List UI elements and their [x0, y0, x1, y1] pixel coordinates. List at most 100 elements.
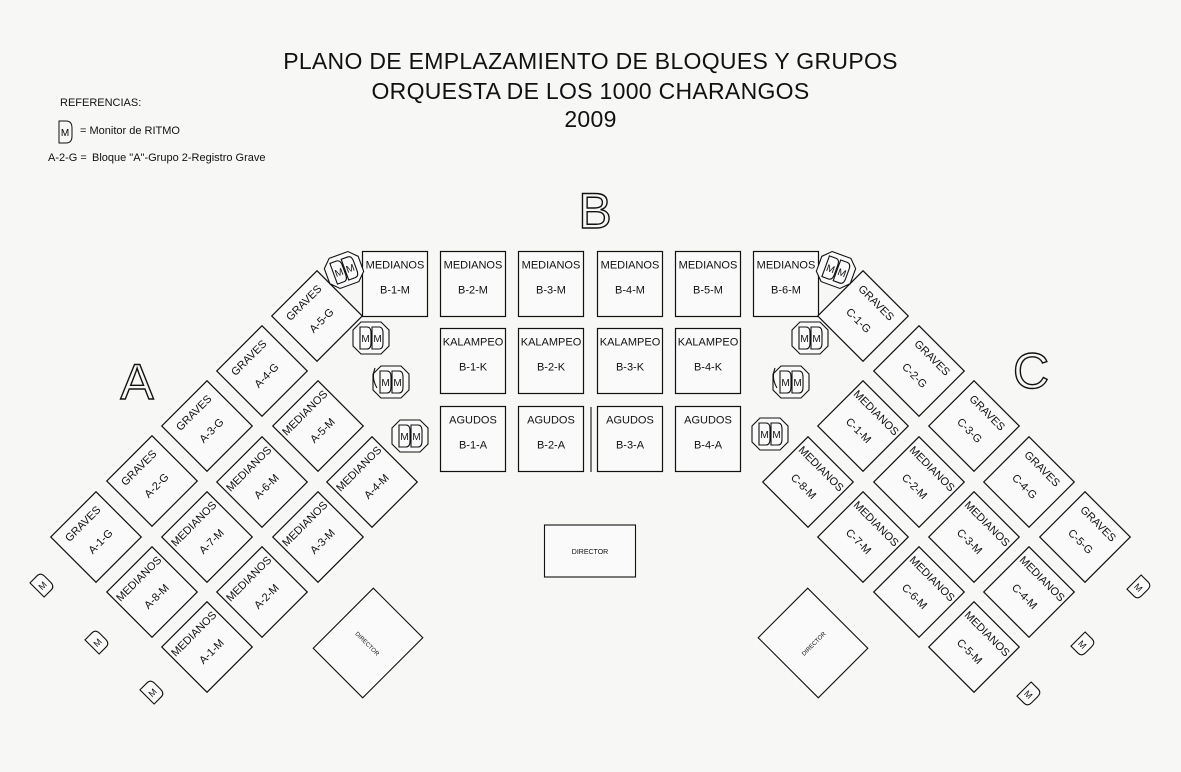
- group-box-outline: [927, 600, 1021, 694]
- group-box-outline: [872, 545, 966, 639]
- block-c-letter: C: [1013, 343, 1049, 399]
- group-box-outline: [517, 327, 585, 395]
- code-legend-text: Bloque "A"-Grupo 2-Registro Grave: [92, 152, 266, 164]
- group-code: B-5-M: [693, 285, 723, 297]
- monitor-left-half: [779, 370, 792, 394]
- group-box-outline: [439, 405, 507, 473]
- group-box-outline: [105, 434, 199, 528]
- monitor-outline: [1070, 631, 1095, 656]
- monitor-left-half: [398, 424, 411, 448]
- monitor-single-a3: M: [139, 680, 164, 705]
- director-label: DIRECTOR: [572, 549, 608, 556]
- director-stand-center: DIRECTOR: [543, 524, 637, 578]
- group-code: B-3-K: [616, 362, 645, 374]
- group-code: B-3-A: [616, 440, 645, 452]
- monitor-letter: M: [381, 378, 389, 389]
- group-box-outline: [674, 405, 742, 473]
- group-code: B-2-K: [537, 362, 566, 374]
- group-box-outline: [596, 405, 664, 473]
- monitor-letter: M: [373, 334, 381, 345]
- group-code: B-2-A: [537, 440, 566, 452]
- director-stand-left: DIRECTOR: [312, 587, 424, 699]
- group-box-outline: [927, 379, 1021, 473]
- monitor-letter: M: [812, 334, 820, 345]
- group-name: AGUDOS: [449, 415, 497, 427]
- monitor-letter: M: [793, 378, 801, 389]
- group-box-outline: [160, 600, 254, 694]
- group-box-outline: [1038, 490, 1132, 584]
- group-box-b-1-k: KALAMPEO B-1-K: [439, 327, 507, 395]
- monitor-right-half: [371, 326, 384, 350]
- monitor-left-half: [379, 370, 392, 394]
- group-box-b-1-a: AGUDOS B-1-A: [439, 405, 507, 473]
- monitor-right-half: [410, 424, 423, 448]
- group-box-outline: [215, 545, 309, 639]
- group-box-outline: [816, 379, 910, 473]
- group-name: KALAMPEO: [678, 337, 739, 349]
- group-box-outline: [982, 435, 1076, 529]
- monitor-letter: M: [400, 432, 408, 443]
- group-code: B-1-K: [459, 362, 488, 374]
- group-box-outline: [752, 250, 820, 318]
- monitor-single-c3: M: [1016, 681, 1041, 706]
- group-code: B-3-M: [536, 285, 566, 297]
- group-name: KALAMPEO: [521, 337, 582, 349]
- group-code: B-4-M: [615, 285, 645, 297]
- monitor-left-half: [758, 422, 771, 446]
- director-outline: [757, 587, 869, 699]
- monitor-right-half: [391, 370, 404, 394]
- group-box-b-2-k: KALAMPEO B-2-K: [517, 327, 585, 395]
- group-name: MEDIANOS: [757, 260, 816, 272]
- monitor-right-half: [340, 256, 359, 281]
- group-code: B-6-M: [771, 285, 801, 297]
- group-box-outline: [927, 490, 1021, 584]
- monitor-legend-text: = Monitor de RITMO: [80, 125, 180, 137]
- monitor-outline: [29, 573, 54, 598]
- group-name: AGUDOS: [527, 415, 575, 427]
- rotation-arrow-icon: [772, 367, 778, 389]
- monitor-letter: M: [412, 432, 420, 443]
- group-box-outline: [517, 405, 585, 473]
- monitor-left-half: [329, 260, 347, 285]
- group-box-outline: [517, 250, 585, 318]
- rotation-arrow-icon: [372, 367, 378, 389]
- monitor-right-half: [791, 370, 804, 394]
- code-example: A-2-G =: [48, 152, 87, 164]
- group-name: AGUDOS: [606, 415, 654, 427]
- group-box-b-2-a: AGUDOS B-2-A: [517, 405, 585, 473]
- monitor-left-half: [821, 255, 839, 280]
- director-outline: [543, 524, 637, 578]
- group-name: KALAMPEO: [443, 337, 504, 349]
- monitor-left-half: [359, 326, 372, 350]
- group-code: B-1-A: [459, 440, 488, 452]
- director-outline: [312, 587, 424, 699]
- monitor-single-c2: M: [1070, 631, 1095, 656]
- monitor-letter: M: [361, 334, 369, 345]
- monitor-letter: M: [781, 378, 789, 389]
- group-box-outline: [215, 324, 309, 418]
